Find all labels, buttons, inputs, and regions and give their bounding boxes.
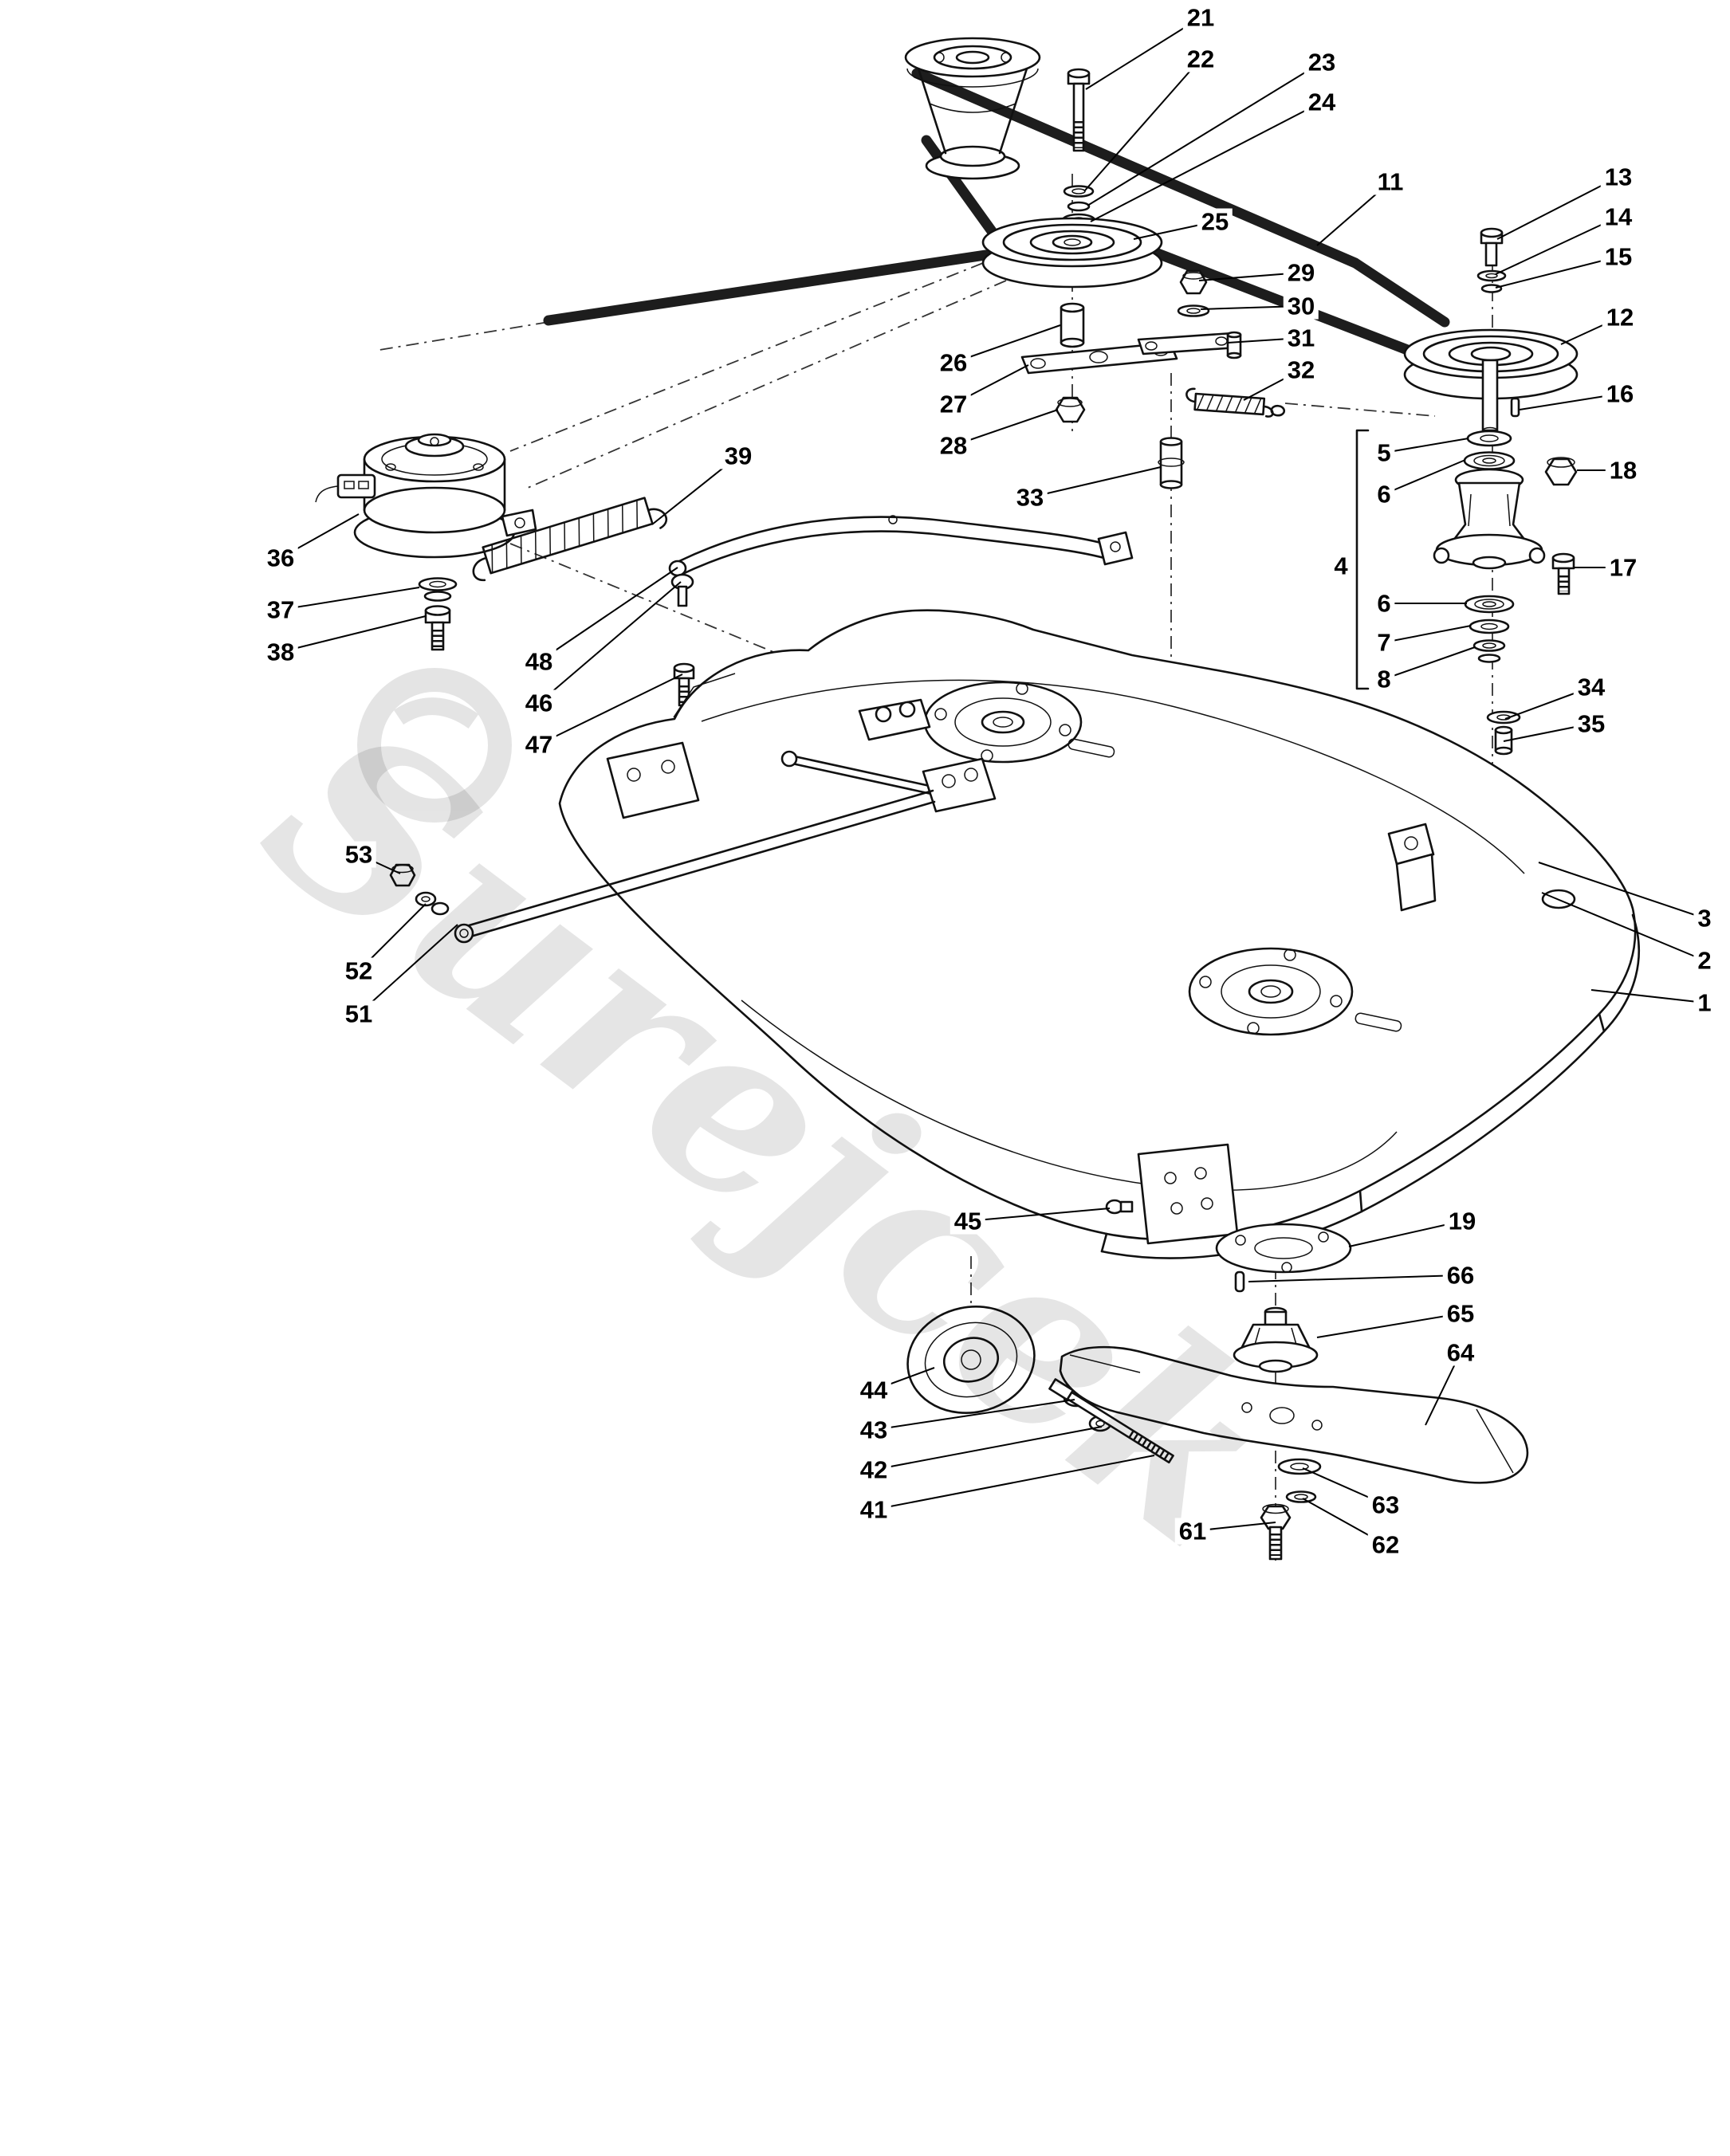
callout-44: 44: [855, 1376, 892, 1404]
callout-30: 30: [1283, 293, 1319, 320]
leader-line-13: [1496, 176, 1619, 240]
callout-66: 66: [1442, 1262, 1479, 1289]
callout-61: 61: [1174, 1518, 1211, 1545]
callout-53: 53: [340, 841, 377, 868]
callout-33: 33: [1012, 484, 1048, 511]
leader-line-8: [1383, 646, 1476, 680]
callout-13: 13: [1600, 163, 1637, 190]
leader-line-22: [1083, 58, 1201, 192]
lift-rod-assembly: [389, 789, 936, 944]
leader-line-5: [1383, 438, 1469, 454]
callout-41: 41: [855, 1496, 892, 1523]
callout-4: 4: [1330, 552, 1352, 579]
leader-line-23: [1087, 61, 1323, 206]
callout-26: 26: [935, 349, 972, 376]
callout-8: 8: [1373, 666, 1395, 693]
callout-32: 32: [1283, 356, 1319, 383]
leader-line-46: [538, 581, 682, 704]
leader-line-6a: [1383, 459, 1466, 495]
leader-line-45: [967, 1208, 1111, 1222]
callout-64: 64: [1442, 1339, 1479, 1366]
leader-line-38: [280, 615, 427, 653]
callout-29: 29: [1283, 259, 1319, 286]
callout-36: 36: [262, 544, 299, 571]
callout-5: 5: [1373, 439, 1395, 466]
callout-16: 16: [1602, 380, 1638, 407]
callout-39: 39: [720, 442, 757, 469]
engine-pulley-assembly: [904, 37, 1096, 236]
leader-line-15: [1495, 256, 1619, 289]
leader-line-51: [358, 924, 458, 1015]
callout-47: 47: [521, 731, 557, 758]
leader-line-65: [1316, 1313, 1461, 1338]
blade-assembly: [906, 1270, 1529, 1561]
callout-51: 51: [340, 1000, 377, 1027]
callout-21: 21: [1182, 4, 1219, 31]
leader-line-47: [538, 674, 683, 745]
callout-19: 19: [1444, 1208, 1480, 1235]
callout-24: 24: [1303, 88, 1340, 116]
callout-18: 18: [1605, 457, 1642, 484]
leader-line-48: [538, 567, 678, 662]
callout-62: 62: [1367, 1531, 1404, 1558]
leader-line-2: [1541, 892, 1705, 961]
callout-37: 37: [262, 596, 299, 623]
callout-52: 52: [340, 957, 377, 984]
callout-7: 7: [1373, 629, 1395, 656]
callout-15: 15: [1600, 243, 1637, 270]
callout-48: 48: [521, 648, 557, 675]
leader-line-1: [1590, 989, 1705, 1003]
callout-43: 43: [855, 1416, 892, 1443]
leader-line-37: [280, 587, 420, 611]
callout-45: 45: [950, 1208, 986, 1235]
leader-line-33: [1029, 466, 1162, 498]
callout-6a: 6: [1373, 481, 1395, 508]
leader-line-41: [873, 1455, 1155, 1510]
callout-25: 25: [1197, 208, 1233, 235]
spindle-pulley-12: [1403, 227, 1579, 434]
group-bracket-4: [1355, 429, 1370, 690]
leader-line-7: [1383, 625, 1472, 643]
friction-washer: [1215, 1223, 1352, 1274]
callout-2: 2: [1693, 947, 1716, 974]
idler-linkage-parts: [1020, 269, 1286, 489]
callout-42: 42: [855, 1456, 892, 1483]
callout-46: 46: [521, 689, 557, 717]
leader-line-43: [873, 1399, 1075, 1431]
callout-6b: 6: [1373, 590, 1395, 617]
callout-12: 12: [1602, 304, 1638, 331]
callout-63: 63: [1367, 1491, 1404, 1518]
callout-17: 17: [1605, 554, 1642, 581]
callout-22: 22: [1182, 45, 1219, 73]
deck-pulley-25: [981, 217, 1163, 289]
callout-35: 35: [1573, 710, 1610, 737]
callout-38: 38: [262, 638, 299, 666]
leader-line-3: [1538, 862, 1705, 919]
callout-34: 34: [1573, 674, 1610, 701]
leader-line-14: [1495, 216, 1619, 275]
callout-28: 28: [935, 432, 972, 459]
callout-14: 14: [1600, 203, 1637, 230]
cutting-deck: [558, 609, 1641, 1259]
callout-23: 23: [1303, 49, 1340, 76]
clutch-assembly: [315, 433, 537, 651]
leader-line-24: [1090, 101, 1323, 222]
callout-11: 11: [1373, 168, 1408, 195]
callout-27: 27: [935, 391, 972, 418]
hardware-34-35: [1486, 710, 1521, 756]
callout-31: 31: [1283, 324, 1319, 351]
leader-line-21: [1085, 17, 1201, 90]
watermark-logo: [357, 668, 512, 823]
blade-spindle-assembly: [1433, 430, 1578, 663]
callout-65: 65: [1442, 1300, 1479, 1327]
leader-line-26: [953, 324, 1061, 363]
callout-3: 3: [1693, 905, 1716, 932]
callout-1: 1: [1693, 989, 1716, 1016]
leader-line-66: [1248, 1274, 1461, 1282]
leader-line-42: [873, 1426, 1103, 1471]
leader-line-19: [1348, 1220, 1463, 1247]
